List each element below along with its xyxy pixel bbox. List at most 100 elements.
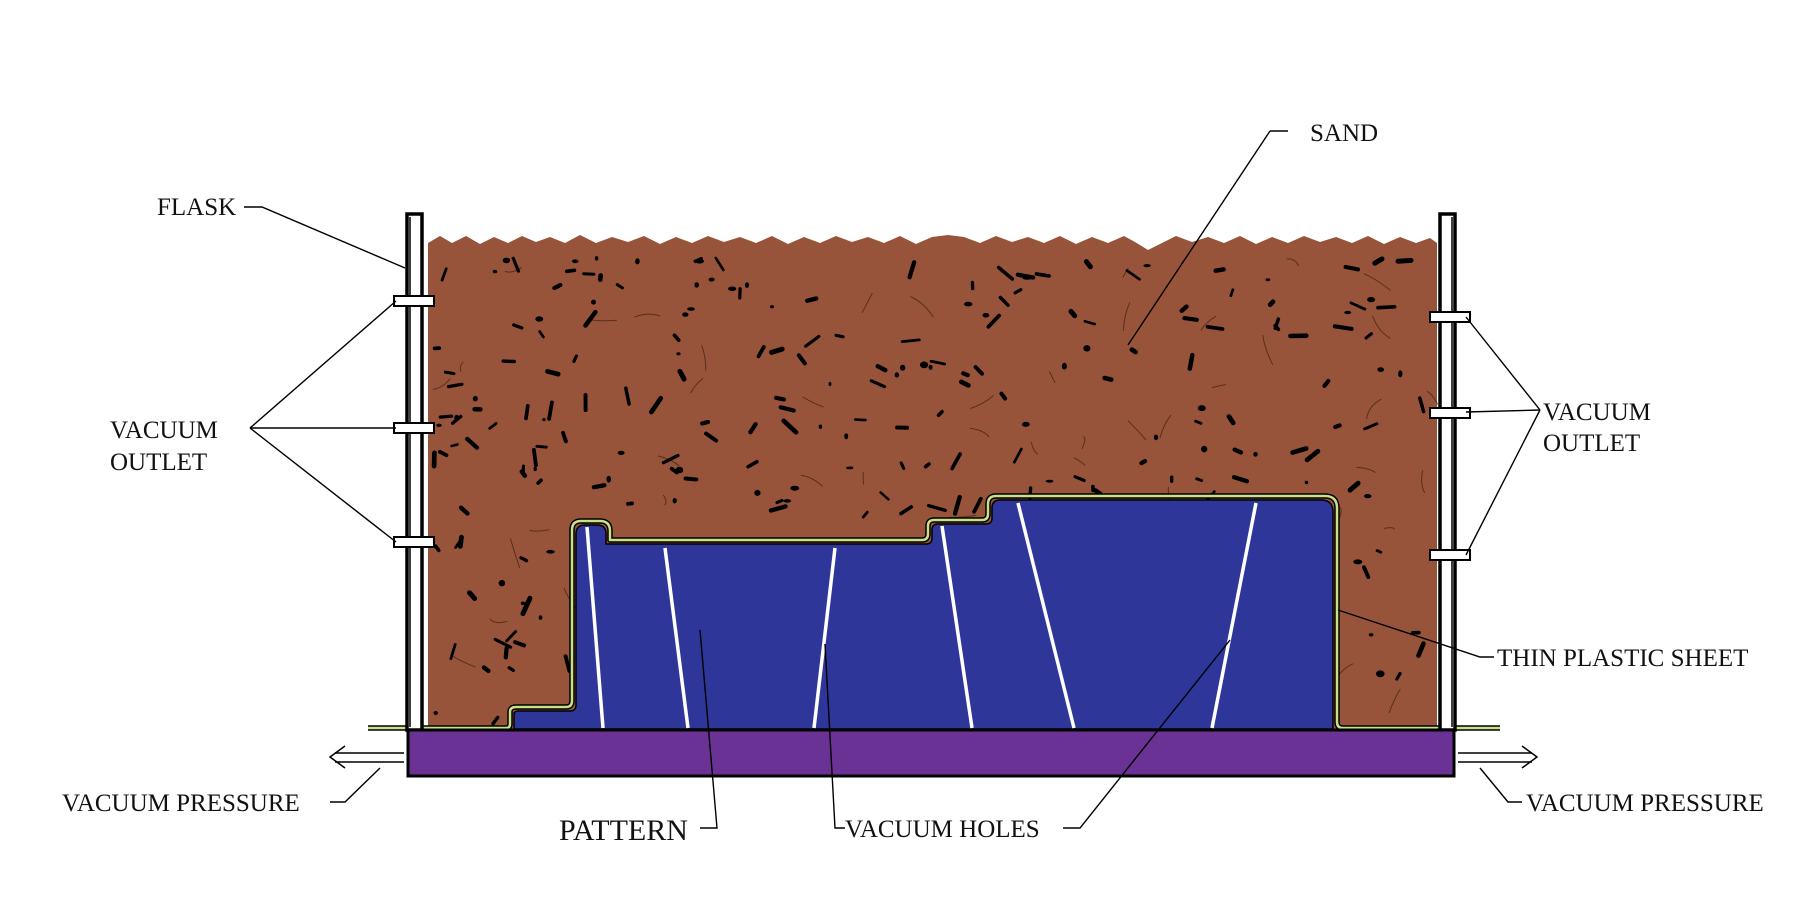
- sand-speck: [1182, 316, 1199, 322]
- sand-speck: [440, 267, 448, 282]
- sand-speck: [1395, 671, 1402, 681]
- label-vacuum-outlet-left-1: VACUUM: [110, 417, 218, 444]
- sand-speck: [936, 409, 944, 418]
- sand-fiber: [529, 529, 550, 532]
- sand-speck: [1102, 375, 1114, 382]
- sand-speck: [507, 666, 515, 673]
- sand-speck: [491, 715, 500, 726]
- sand-speck: [535, 444, 548, 449]
- sand-speck: [1363, 422, 1379, 431]
- sand-speck: [770, 305, 774, 309]
- sand-speck: [805, 296, 819, 303]
- sand-speck: [594, 256, 599, 261]
- sand-speck: [547, 400, 554, 421]
- label-vacuum-holes: VACUUM HOLES: [845, 816, 1040, 843]
- sand-speck: [773, 395, 787, 402]
- sand-speck: [661, 453, 680, 465]
- sand-speck: [1083, 319, 1096, 326]
- sand-speck: [728, 286, 737, 292]
- sand-speck: [929, 359, 947, 366]
- sand-speck: [1068, 308, 1078, 319]
- sand-speck: [1265, 278, 1271, 282]
- sand-fiber: [1049, 371, 1056, 384]
- sand-speck: [844, 433, 849, 440]
- sand-speck: [591, 483, 607, 490]
- sand-speck: [1376, 670, 1385, 678]
- sand-speck: [781, 418, 799, 435]
- sand-speck: [536, 478, 543, 485]
- sand-speck: [714, 256, 725, 272]
- vacuum-pressure-arrow-right: [1458, 745, 1539, 769]
- sand-speck: [443, 370, 456, 376]
- sand-speck: [875, 364, 888, 373]
- sand-speck: [532, 447, 538, 468]
- sand-speck: [1372, 256, 1385, 266]
- sand-fiber: [1356, 466, 1376, 473]
- sand-speck: [449, 643, 457, 660]
- sand-speck: [818, 424, 823, 429]
- sand-speck: [563, 654, 572, 673]
- sand-speck: [768, 504, 788, 513]
- sand-speck: [672, 498, 677, 504]
- sand-speck: [626, 501, 634, 506]
- leader-outlet-right-1: [1465, 316, 1541, 411]
- leader-lines: [244, 130, 1541, 829]
- sand-speck: [687, 307, 695, 311]
- sand-speck: [571, 259, 579, 264]
- sand-speck: [1347, 480, 1361, 493]
- sand-speck: [465, 436, 480, 450]
- sand-speck: [669, 466, 679, 475]
- sand-fiber: [910, 296, 934, 318]
- leader-vacuum-holes-2: [1063, 639, 1231, 829]
- sand-speck: [446, 382, 464, 389]
- sand-speck: [683, 476, 699, 482]
- sand-speck: [454, 539, 462, 549]
- sand-speck: [437, 449, 449, 458]
- sand-fiber: [504, 267, 523, 273]
- leader-outlet-left-1: [249, 300, 397, 429]
- sand-fiber: [662, 494, 667, 506]
- vacuum-hole-2: [663, 547, 690, 729]
- sand-fiber: [1081, 436, 1086, 450]
- sand-speck: [1418, 396, 1426, 414]
- sand-speck: [1013, 288, 1023, 295]
- sand-speck: [1125, 269, 1141, 281]
- vacuum-hole-5: [1016, 502, 1076, 729]
- sand-speck: [606, 475, 611, 483]
- sand-speck: [1290, 446, 1309, 455]
- sand-speck: [1061, 362, 1067, 370]
- sand-speck: [493, 637, 513, 649]
- sand-speck: [533, 466, 537, 472]
- sand-speck: [828, 382, 832, 386]
- sand-speck: [545, 369, 561, 377]
- sand-speck: [694, 282, 699, 288]
- sand-speck: [1129, 347, 1138, 355]
- vacuum-holes: [585, 502, 1258, 729]
- sand-speck: [649, 395, 664, 415]
- sand-speck: [879, 491, 890, 501]
- sand-speck: [1034, 272, 1051, 278]
- sand-speck: [467, 590, 478, 601]
- sand-speck: [748, 422, 758, 435]
- sand-speck: [950, 452, 962, 471]
- sand-speck: [700, 420, 711, 426]
- sand-speck: [1395, 257, 1414, 264]
- sand-speck: [615, 283, 624, 290]
- sand-speck: [1195, 477, 1204, 482]
- sand-speck: [433, 544, 441, 553]
- sand-speck: [900, 364, 906, 371]
- sand-fiber: [1127, 420, 1147, 441]
- sand-speck: [561, 430, 568, 444]
- sand-speck: [1139, 459, 1148, 466]
- label-thin-plastic-sheet: THIN PLASTIC SHEET: [1497, 645, 1748, 672]
- sand-speck: [519, 556, 529, 563]
- pattern: [513, 499, 1334, 730]
- sand-speck: [1197, 405, 1206, 412]
- sand-fiber: [701, 345, 707, 371]
- sand-fiber: [489, 618, 508, 624]
- leader-outlet-right-2: [1465, 409, 1541, 413]
- leader-vacuum-pressure-right: [1479, 767, 1522, 803]
- sand-speck: [834, 333, 845, 339]
- sand-speck: [1362, 565, 1371, 580]
